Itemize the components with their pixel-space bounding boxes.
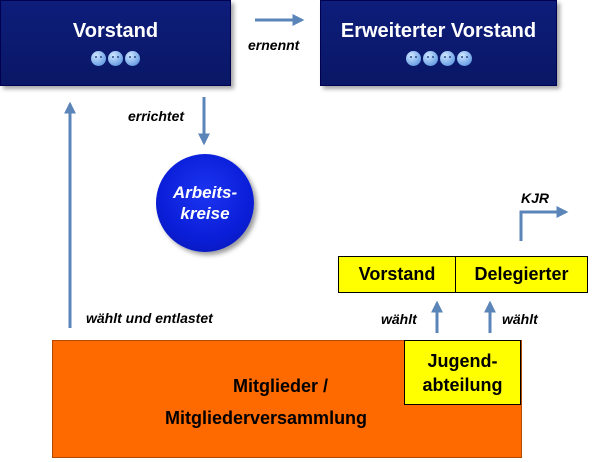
- person-icon: [439, 51, 455, 66]
- errichtet-label: errichtet: [128, 108, 185, 124]
- vorstand-box: Vorstand: [0, 0, 231, 86]
- person-icon: [91, 51, 106, 66]
- arbeitskreise-circle: Arbeits- kreise: [156, 154, 254, 252]
- person-icon: [125, 51, 140, 66]
- mitglieder-line1: Mitglieder /: [233, 376, 329, 396]
- jugendabteilung-line1: Jugend-: [427, 350, 498, 371]
- mitglieder-line2: Mitgliederversammlung: [165, 408, 368, 428]
- arbeitskreise-line1: Arbeits-: [172, 182, 238, 202]
- person-icon: [405, 51, 421, 66]
- vorstand-faces: [91, 51, 140, 66]
- jugend-vorstand-box: Vorstand: [338, 256, 456, 293]
- person-icon: [108, 51, 123, 66]
- waehlt-label: wählt: [381, 311, 417, 327]
- person-icon: [456, 51, 472, 66]
- waehlt-label: wählt: [502, 311, 538, 327]
- jugend-vorstand-label: Vorstand: [358, 264, 436, 284]
- jugendabteilung-box: Jugend- abteilung: [404, 340, 521, 405]
- vorstand-title: Vorstand: [72, 20, 159, 42]
- jugendabteilung-line2: abteilung: [422, 374, 503, 395]
- delegierter-label: Delegierter: [474, 264, 569, 284]
- erweiterter-vorstand-box: Erweiterter Vorstand: [320, 0, 557, 86]
- kjr-label: KJR: [521, 190, 550, 206]
- waehlt-und-entlastet-label: wählt und entlastet: [86, 310, 213, 326]
- ernennt-label: ernennt: [248, 37, 300, 53]
- erweiterter-vorstand-faces: [405, 51, 472, 66]
- arbeitskreise-line2: kreise: [180, 204, 230, 223]
- person-icon: [422, 51, 438, 66]
- delegierter-box: Delegierter: [455, 256, 588, 293]
- erweiterter-vorstand-title: Erweiterter Vorstand: [340, 20, 537, 42]
- kjr-arrow: [519, 206, 569, 241]
